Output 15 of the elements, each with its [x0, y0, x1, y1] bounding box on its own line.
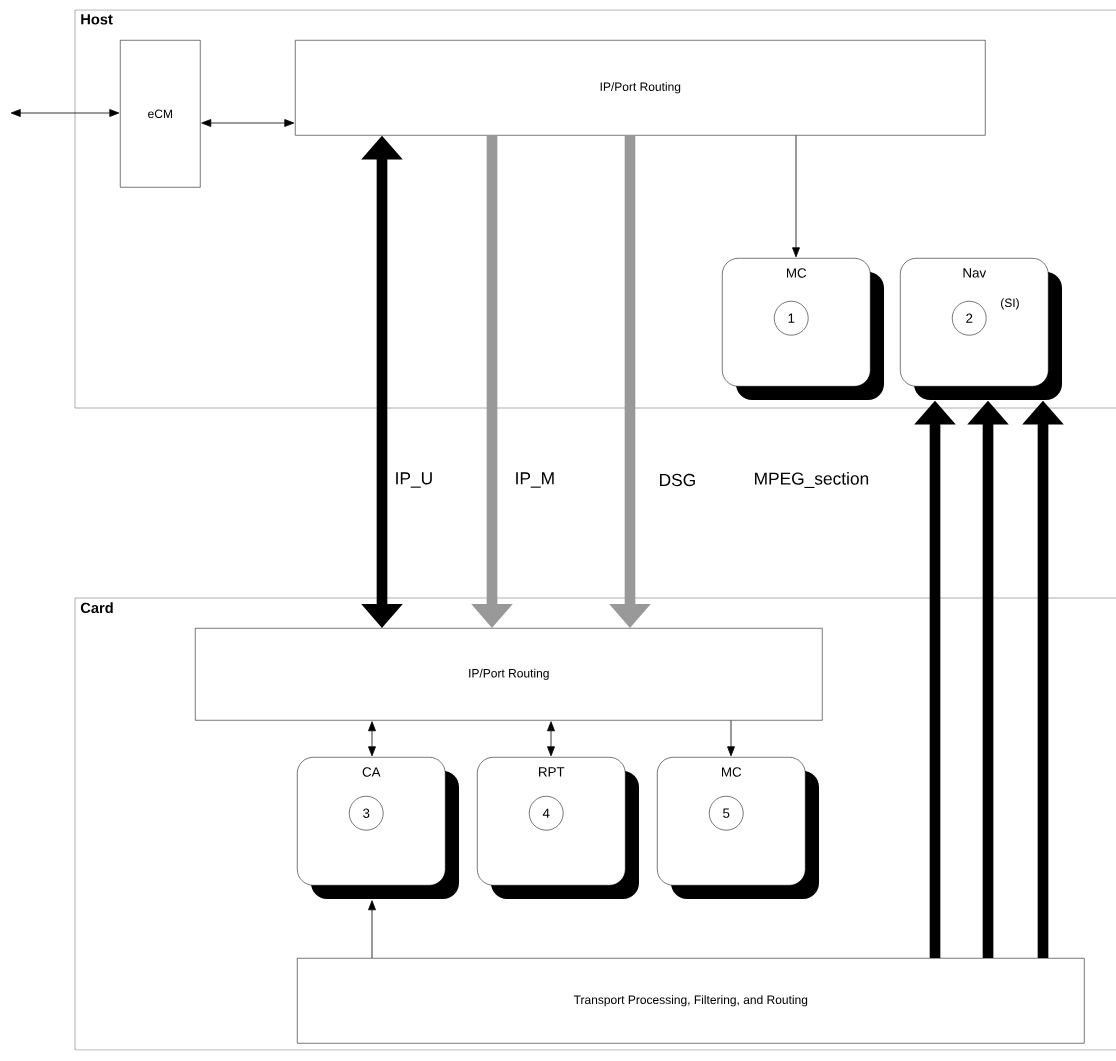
arrow [368, 900, 376, 959]
process-box: IP/Port Routing [195, 628, 823, 721]
edge-label: IP_M [516, 472, 554, 488]
arrow [792, 135, 800, 258]
arrow [10, 109, 120, 117]
arrow [201, 119, 295, 127]
edge-label: MPEG_section [755, 472, 869, 488]
process-box: Transport Processing, Filtering, and Routing [297, 958, 1085, 1044]
arrow [727, 720, 735, 757]
process-box: eCM [120, 40, 201, 188]
edge-label: IP_U [396, 472, 432, 488]
edge-label: DSG [660, 473, 695, 487]
arrow [368, 721, 376, 757]
arrow [547, 721, 555, 757]
process-box: IP/Port Routing [295, 40, 986, 136]
